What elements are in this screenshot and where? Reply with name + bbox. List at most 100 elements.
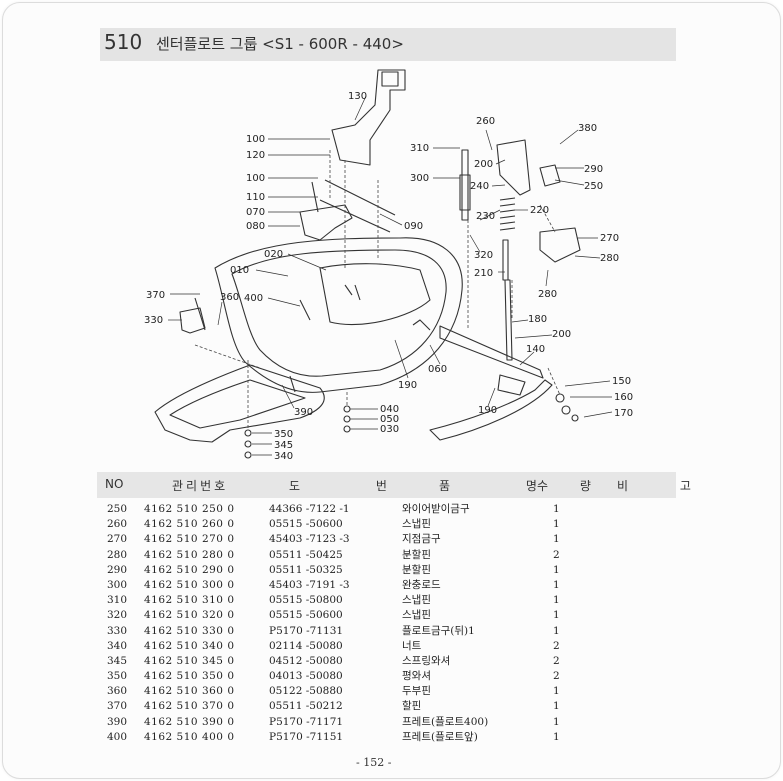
table-row: 370 4162 510 370 0 05511 -50212 할핀 1 <box>97 699 676 714</box>
callout-label: 100 <box>246 134 265 145</box>
row-part-number: 4162 510 370 0 <box>144 700 235 713</box>
row-part-number: 4162 510 290 0 <box>144 563 235 576</box>
callout-label: 010 <box>230 265 249 276</box>
row-drawing-number: P5170 -71171 <box>269 715 344 728</box>
callout-label: 190 <box>398 380 417 391</box>
row-no: 340 <box>107 639 128 652</box>
row-quantity: 2 <box>553 654 560 667</box>
header-part-number: 관리번호 <box>172 479 229 493</box>
row-drawing-number: P5170 -71131 <box>269 624 344 637</box>
callout-label: 320 <box>474 250 493 261</box>
row-quantity: 1 <box>553 700 560 713</box>
header-note: 비 고 <box>617 479 715 493</box>
row-no: 390 <box>107 715 128 728</box>
row-drawing-number: 05511 -50325 <box>269 563 343 576</box>
row-quantity: 1 <box>553 533 560 546</box>
row-part-name: 분할핀 <box>402 563 431 576</box>
callout-label: 070 <box>246 207 265 218</box>
row-no: 330 <box>107 624 128 637</box>
callout-label: 200 <box>474 159 493 170</box>
callout-label: 120 <box>246 150 265 161</box>
callout-label: 360 <box>220 292 239 303</box>
callout-label: 140 <box>526 344 545 355</box>
row-part-name: 스프링와셔 <box>402 654 451 667</box>
row-part-number: 4162 510 260 0 <box>144 518 235 531</box>
callout-label: 190 <box>478 405 497 416</box>
row-drawing-number: 05511 -50212 <box>269 700 343 713</box>
header-part-name: 품 명 <box>439 479 573 493</box>
callout-label: 260 <box>476 116 495 127</box>
row-part-number: 4162 510 250 0 <box>144 503 235 515</box>
row-quantity: 1 <box>553 685 560 698</box>
row-part-number: 4162 510 350 0 <box>144 670 235 683</box>
row-part-name: 완충로드 <box>402 578 441 591</box>
row-quantity: 2 <box>553 639 560 652</box>
row-drawing-number: 05515 -50600 <box>269 609 343 622</box>
callout-label: 170 <box>614 408 633 419</box>
callout-label: 030 <box>380 424 399 435</box>
callout-label: 250 <box>584 181 603 192</box>
callout-labels: 130 100 120 100 110 070 080 020 010 400 … <box>144 91 633 462</box>
row-quantity: 1 <box>553 518 560 531</box>
row-part-name: 스냅핀 <box>402 594 431 607</box>
row-part-number: 4162 510 310 0 <box>144 594 235 607</box>
row-part-name: 평와셔 <box>402 670 431 683</box>
row-part-name: 지점금구 <box>402 533 441 546</box>
row-part-name: 분할핀 <box>402 548 431 561</box>
callout-label: 210 <box>474 268 493 279</box>
callout-label: 300 <box>410 173 429 184</box>
row-no: 280 <box>107 548 128 561</box>
callout-label: 370 <box>146 290 165 301</box>
callout-label: 345 <box>274 440 293 451</box>
callout-label: 130 <box>348 91 367 102</box>
header-quantity: 수 량 <box>537 479 605 493</box>
row-drawing-number: 45403 -7191 -3 <box>269 578 350 591</box>
callout-label: 280 <box>538 289 557 300</box>
callout-label: 200 <box>552 329 571 340</box>
row-no: 290 <box>107 563 128 576</box>
row-no: 350 <box>107 670 128 683</box>
row-no: 300 <box>107 578 128 591</box>
row-part-name: 와이어받이금구 <box>402 503 470 515</box>
row-part-name: 할핀 <box>402 700 422 713</box>
callout-label: 380 <box>578 123 597 134</box>
row-no: 310 <box>107 594 128 607</box>
row-quantity: 1 <box>553 730 560 743</box>
table-row: 310 4162 510 310 0 05515 -50800 스냅핀 1 <box>97 593 676 608</box>
row-quantity: 1 <box>553 609 560 622</box>
row-part-number: 4162 510 330 0 <box>144 624 235 637</box>
row-part-name: 프레트(플로트앞) <box>402 730 478 743</box>
row-quantity: 1 <box>553 578 560 591</box>
row-drawing-number: 05511 -50425 <box>269 548 343 561</box>
header-no: NO <box>105 477 124 491</box>
row-part-number: 4162 510 400 0 <box>144 730 235 743</box>
row-drawing-number: 44366 -7122 -1 <box>269 503 350 515</box>
row-part-number: 4162 510 340 0 <box>144 639 235 652</box>
row-drawing-number: 45403 -7123 -3 <box>269 533 350 546</box>
row-no: 370 <box>107 700 128 713</box>
row-quantity: 1 <box>553 594 560 607</box>
row-part-name: 스냅핀 <box>402 609 431 622</box>
row-drawing-number: 05515 -50800 <box>269 594 343 607</box>
row-part-name: 스냅핀 <box>402 518 431 531</box>
callout-label: 390 <box>294 407 313 418</box>
callout-label: 270 <box>600 233 619 244</box>
callout-label: 240 <box>470 181 489 192</box>
callout-label: 310 <box>410 143 429 154</box>
row-quantity: 1 <box>553 563 560 576</box>
row-drawing-number: 05515 -50600 <box>269 518 343 531</box>
row-quantity: 2 <box>553 670 560 683</box>
callout-label: 060 <box>428 364 447 375</box>
callout-label: 330 <box>144 315 163 326</box>
row-part-name: 플로트금구(뒤)1 <box>402 624 475 637</box>
callout-label: 230 <box>476 211 495 222</box>
row-drawing-number: 04013 -50080 <box>269 670 343 683</box>
row-no: 360 <box>107 685 128 698</box>
